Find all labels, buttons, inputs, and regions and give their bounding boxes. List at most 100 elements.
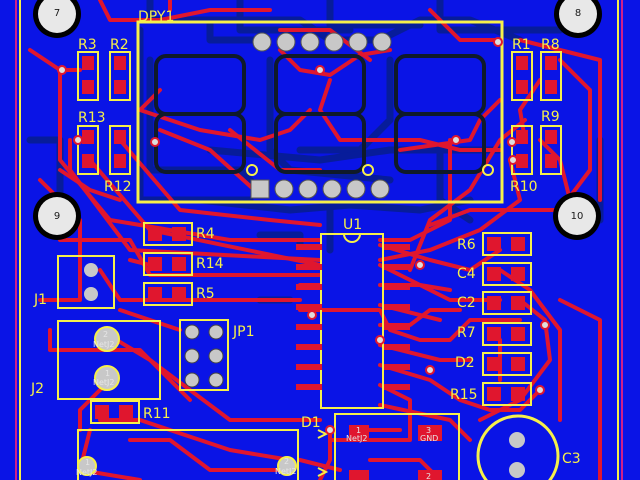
r5-pad-2	[172, 287, 186, 301]
r2-pad-1	[114, 56, 126, 70]
top-trace-15	[378, 138, 452, 242]
designator-r3: R3	[78, 37, 97, 53]
designator-r9: R9	[541, 109, 560, 125]
bottom-connector-outline	[77, 429, 299, 480]
via-14	[535, 385, 545, 395]
jp1-pin-3	[208, 348, 224, 364]
r4-pad-2	[172, 227, 186, 241]
u1-left-pad-3	[296, 304, 322, 310]
u1-right-pad-3	[384, 304, 410, 310]
r12-outline	[109, 125, 131, 175]
designator-c3: C3	[562, 451, 581, 467]
d1-pad-bottom-number: 2	[426, 472, 432, 480]
bottom-mid-pad	[277, 456, 297, 476]
dpy1-bottom-pin-4	[346, 179, 366, 199]
jp1-pin-0	[184, 324, 200, 340]
r13-pad-1	[82, 130, 94, 144]
d1-pad-bottom	[418, 470, 442, 480]
designator-j1: J1	[34, 292, 48, 308]
u1-right-pad-1	[384, 264, 410, 270]
designator-r7: R7	[457, 325, 476, 341]
top-trace-5	[98, 0, 272, 22]
bottom-trace-7	[196, 196, 474, 214]
top-trace-50	[58, 168, 122, 202]
d1-arrow-2	[317, 467, 329, 477]
dp-dot-3	[482, 164, 494, 176]
r10-pad-2	[516, 154, 528, 168]
u1-left-pad-4	[296, 324, 322, 330]
jp1-outline	[179, 319, 229, 391]
via-0	[57, 65, 67, 75]
bottom-mid-pad-net: NetJ2	[275, 467, 297, 476]
u1-left-pad-7	[296, 384, 322, 390]
designator-r2: R2	[110, 37, 129, 53]
via-6	[150, 137, 160, 147]
c3-pin-2	[509, 462, 525, 478]
r13-outline	[77, 125, 99, 175]
dpy1-top-pin-4	[348, 32, 368, 52]
r6-pad-2	[511, 237, 525, 251]
r5-pad-1	[148, 287, 162, 301]
r9-outline	[540, 125, 562, 175]
c4-pad-2	[511, 267, 525, 281]
c4-pad-1	[487, 267, 501, 281]
digit-3-lower	[394, 112, 486, 174]
via-11	[325, 425, 335, 435]
c4-outline	[482, 262, 532, 286]
designator-r6: R6	[457, 237, 476, 253]
bottom-trace-9	[296, 56, 394, 154]
via-10	[425, 365, 435, 375]
via-5	[73, 135, 83, 145]
designator-r5: R5	[196, 286, 215, 302]
r14-pad-1	[148, 257, 162, 271]
dpy1-bottom-pin-3	[322, 179, 342, 199]
j2-pad-1-number: 2	[103, 330, 109, 339]
designator-r4: R4	[196, 226, 215, 242]
top-trace-26	[48, 328, 192, 402]
top-trace-8	[428, 8, 502, 42]
r5-outline	[143, 282, 193, 306]
j1-pin-2	[84, 287, 98, 301]
designator-u1: U1	[343, 217, 363, 233]
jp1-pin-5	[208, 372, 224, 388]
dpy1-bottom-pin-1	[274, 179, 294, 199]
bottom-trace-1	[206, 16, 264, 44]
via-13	[307, 310, 317, 320]
top-trace-14	[318, 78, 502, 152]
top-trace-28	[78, 378, 112, 432]
d1-pad-right-number: 3	[426, 426, 432, 435]
via-7	[315, 65, 325, 75]
top-trace-51	[538, 138, 572, 202]
designator-d1: D1	[301, 415, 321, 431]
c3-outline	[476, 414, 560, 480]
designator-r14: R14	[196, 256, 224, 272]
j2-pad-1-net: NetJ2	[93, 340, 115, 349]
u1-left-pad-6	[296, 364, 322, 370]
r9-pad-1	[545, 130, 557, 144]
d1-pad-left-number: 1	[356, 426, 362, 435]
r1-outline	[511, 51, 533, 101]
d1-pad-right-net: GND	[420, 434, 439, 443]
r14-outline	[143, 252, 193, 276]
d1-pad-left	[349, 425, 369, 441]
r15-pad-2	[511, 387, 525, 401]
dpy1-bottom-pin-0	[250, 179, 270, 199]
top-trace-11	[138, 88, 312, 142]
r8-pad-2	[545, 80, 557, 94]
designator-c2: C2	[457, 295, 476, 311]
d2-pad-2	[511, 357, 525, 371]
designator-r10: R10	[510, 179, 538, 195]
designator-r11: R11	[143, 406, 171, 422]
top-trace-37	[378, 403, 472, 442]
dp-dot-2	[362, 164, 374, 176]
designator-c4: C4	[457, 266, 476, 282]
dpy1-bottom-pin-2	[298, 179, 318, 199]
via-9	[375, 335, 385, 345]
mounting-hole-1	[559, 0, 597, 33]
dpy1-top-pin-0	[252, 32, 272, 52]
via-12	[540, 320, 550, 330]
r7-pad-1	[487, 327, 501, 341]
via-2	[451, 135, 461, 145]
designator-dpy1: DPY1	[138, 9, 175, 25]
mounting-hole-label-8: 8	[574, 8, 582, 19]
